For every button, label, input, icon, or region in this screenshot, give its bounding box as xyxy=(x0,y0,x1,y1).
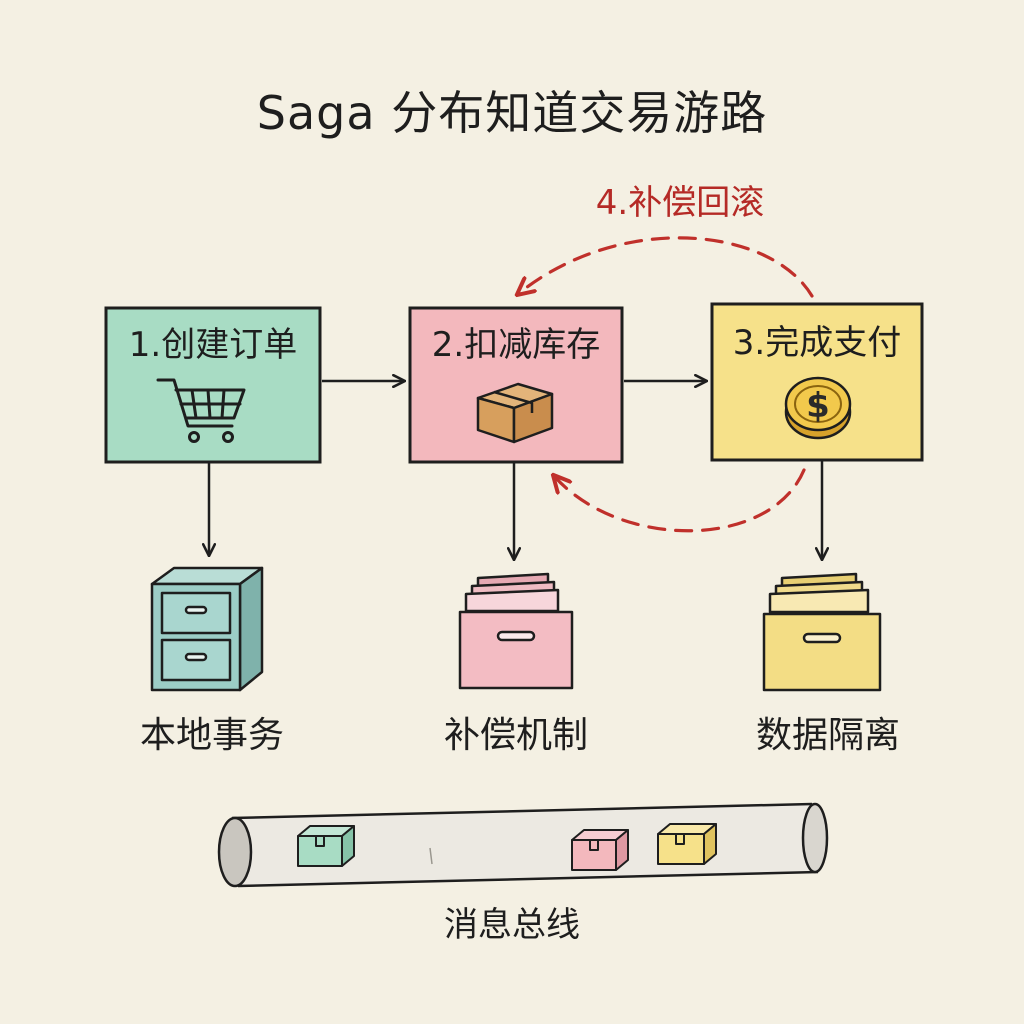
rollback-arrow-top xyxy=(518,236,814,298)
cardboard-box-icon xyxy=(476,382,554,444)
bus-box-pink xyxy=(571,829,629,871)
dollar-coin-icon: $ xyxy=(784,376,852,440)
step-box-create-order xyxy=(104,306,322,464)
file-box-icon xyxy=(762,572,882,692)
svg-text:$: $ xyxy=(806,386,830,426)
file-box-icon xyxy=(458,572,574,690)
step-label-complete-payment: 3.完成支付 xyxy=(732,323,902,363)
shopping-cart-icon xyxy=(156,378,246,443)
bus-label: 消息总线 xyxy=(444,905,580,945)
store-label-data-isolation: 数据隔离 xyxy=(755,715,900,756)
store-label-local-transaction: 本地事务 xyxy=(139,715,284,756)
store-label-compensation: 补偿机制 xyxy=(443,715,588,756)
step-label-create-order: 1.创建订单 xyxy=(128,325,298,365)
bus-box-yellow xyxy=(657,823,717,865)
rollback-label: 4.补偿回滚 xyxy=(595,183,765,223)
diagram-title: Saga 分布知道交易游路 xyxy=(256,86,768,140)
bus-box-green xyxy=(297,825,355,867)
file-cabinet-icon xyxy=(150,566,264,692)
step-label-reduce-stock: 2.扣减库存 xyxy=(431,325,601,365)
rollback-arrow-bottom xyxy=(554,468,806,533)
